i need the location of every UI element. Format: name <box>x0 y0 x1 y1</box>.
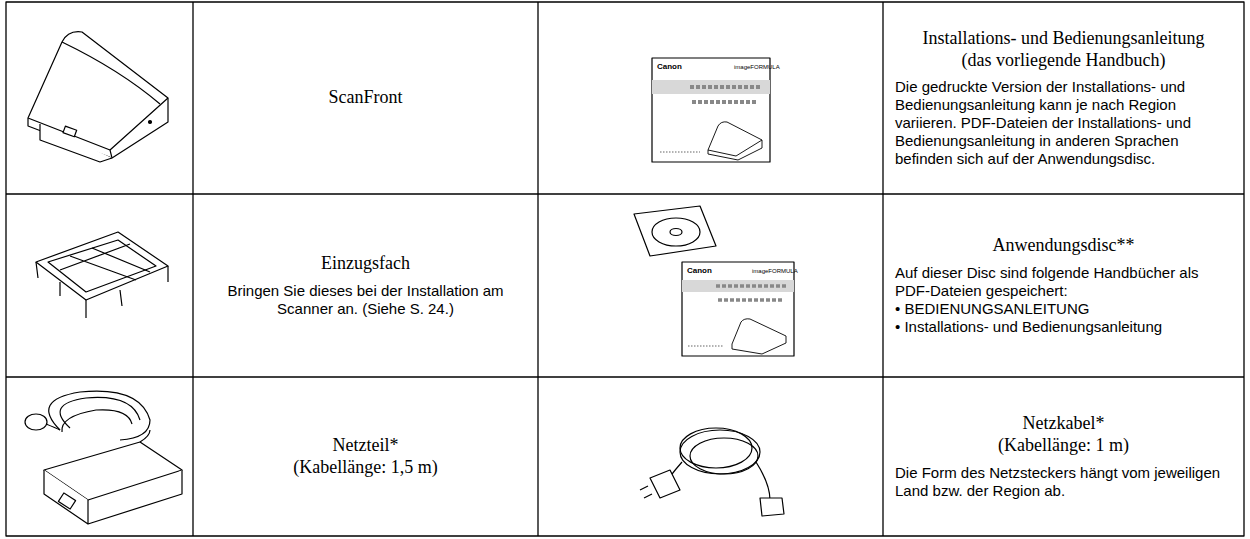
manual-description-cell: Installations- und Bedienungsanleitung(d… <box>883 2 1244 194</box>
disc-description-cell: Anwendungsdisc** Auf dieser Disc sind fol… <box>883 194 1244 377</box>
manual-illustration <box>652 58 770 162</box>
cell-body: Bringen Sie dieses bei der Installation … <box>205 282 526 318</box>
cover-print: imageFORMULA <box>734 64 780 70</box>
scanner-illustration <box>28 32 168 162</box>
disc-illustration <box>634 206 794 356</box>
table-grid <box>6 2 1244 536</box>
cell-heading: (das vorliegende Handbuch) <box>895 50 1232 72</box>
cell-body: Die Form des Netzsteckers hängt vom jewe… <box>895 464 1232 500</box>
cell-body: Die gedruckte Version der Installations-… <box>895 78 1232 168</box>
cell-heading: (Kabellänge: 1,5 m) <box>205 457 526 479</box>
power-adapter-illustration <box>25 391 182 524</box>
part-name-cell: Netzkabel*(Kabellänge: 1 m) Die Form des … <box>883 377 1244 536</box>
cell-heading: Einzugsfach <box>205 253 526 275</box>
part-name-cell: EinzugsfachBringen Sie dieses bei der In… <box>193 194 538 377</box>
power-cord-illustration <box>640 428 784 516</box>
bullet-item: • BEDIENUNGSANLEITUNG <box>895 300 1232 318</box>
cell-heading: ScanFront <box>205 87 526 109</box>
cover-print: Canon <box>687 267 712 275</box>
cell-heading: Netzkabel* <box>895 413 1232 435</box>
cell-body: Auf dieser Disc sind folgende Handbücher… <box>895 264 1232 300</box>
cell-heading: (Kabellänge: 1 m) <box>895 435 1232 457</box>
feed-tray-illustration <box>36 232 168 318</box>
part-name-cell: ScanFront <box>193 2 538 194</box>
cell-heading: Anwendungsdisc** <box>895 235 1232 257</box>
cell-heading: Installations- und Bedienungsanleitung <box>895 28 1232 50</box>
cover-print: Canon <box>657 63 682 71</box>
cell-heading: Netzteil* <box>205 435 526 457</box>
cover-print: imageFORMULA <box>752 268 798 274</box>
bullet-item: • Installations- und Bedienungsanleitung <box>895 318 1232 336</box>
part-name-cell: Netzteil*(Kabellänge: 1,5 m) <box>193 377 538 536</box>
